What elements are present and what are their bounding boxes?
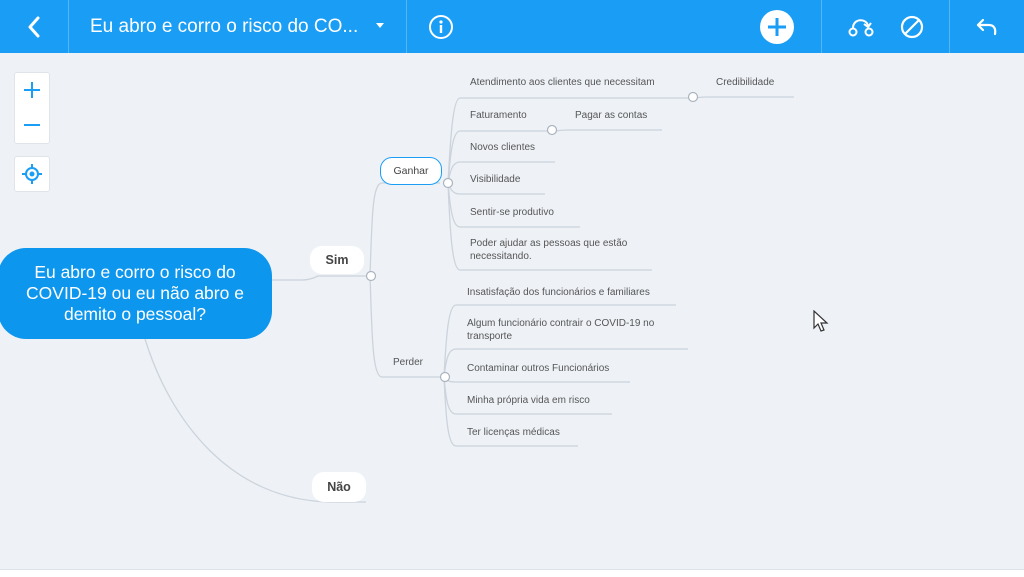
subtopic[interactable]: Atendimento aos clientes que necessitam: [470, 77, 655, 88]
relationship-icon: [848, 18, 874, 36]
topic-label: Não: [327, 480, 351, 494]
subtopic[interactable]: Novos clientes: [470, 142, 536, 153]
prohibited-icon: [900, 15, 924, 38]
subtopic[interactable]: Insatisfação dos funcionários e familiar…: [467, 287, 650, 298]
top-toolbar: Eu abro e corro o risco do CO...: [0, 0, 1024, 53]
subtopic[interactable]: Pagar as contas: [575, 110, 648, 121]
subtopic[interactable]: Ter licenças médicas: [467, 427, 560, 438]
zoom-out-button[interactable]: [15, 108, 49, 142]
central-topic[interactable]: Eu abro e corro o risco do COVID-19 ou e…: [0, 248, 272, 339]
topic-nao[interactable]: Não: [312, 472, 366, 502]
undo-icon: [976, 18, 997, 35]
toolbar-divider: [68, 0, 69, 53]
toolbar-divider: [406, 0, 407, 53]
topic-label: Sim: [325, 253, 349, 267]
subtopic[interactable]: Contaminar outros Funcionários: [467, 363, 610, 374]
plus-circle-icon: [760, 9, 794, 44]
subtopic[interactable]: Visibilidade: [470, 174, 521, 185]
cursor-icon: [813, 310, 829, 332]
map-title[interactable]: Eu abro e corro o risco do CO...: [90, 16, 359, 37]
subtopic[interactable]: Algum funcionário contrair o COVID-19 no…: [467, 318, 654, 343]
subtopic-line: Algum funcionário contrair o COVID-19 no: [467, 318, 655, 329]
subtopic[interactable]: Sentir-se produtivo: [470, 207, 554, 218]
topic-label: Ganhar: [393, 165, 429, 177]
subtopic[interactable]: Credibilidade: [716, 77, 775, 88]
info-button[interactable]: [420, 0, 462, 53]
toolbar-divider: [949, 0, 950, 53]
subtopic[interactable]: Minha própria vida em risco: [467, 395, 590, 406]
zoom-in-button[interactable]: [15, 73, 49, 107]
bottom-bar: [0, 569, 1024, 577]
topic-ganhar[interactable]: Ganhar: [380, 157, 442, 185]
disable-button[interactable]: [894, 0, 930, 53]
info-icon: [429, 14, 453, 39]
topic-sim[interactable]: Sim: [310, 246, 364, 274]
subtopic-line: transporte: [467, 330, 513, 342]
plus-icon: [24, 82, 40, 98]
toolbar-divider: [821, 0, 822, 53]
undo-button[interactable]: [968, 0, 1006, 53]
subtopic-line: necessitando.: [470, 250, 532, 262]
caret-down-icon[interactable]: [374, 17, 386, 33]
subtopic[interactable]: Poder ajudar as pessoas que estão necess…: [470, 238, 627, 263]
zoom-controls: [14, 72, 50, 144]
center-map-button[interactable]: [14, 156, 50, 192]
central-topic-text: Eu abro e corro o risco do COVID-19 ou e…: [26, 262, 244, 324]
chevron-left-icon: [28, 16, 40, 37]
back-button[interactable]: [0, 0, 68, 53]
locate-icon: [22, 164, 42, 184]
topic-perder[interactable]: Perder: [393, 357, 424, 368]
add-topic-button[interactable]: [756, 0, 798, 53]
subtopic-line: Poder ajudar as pessoas que estão: [470, 238, 628, 249]
subtopic[interactable]: Faturamento: [470, 110, 527, 121]
relationship-button[interactable]: [842, 0, 880, 53]
minus-icon: [24, 124, 40, 126]
